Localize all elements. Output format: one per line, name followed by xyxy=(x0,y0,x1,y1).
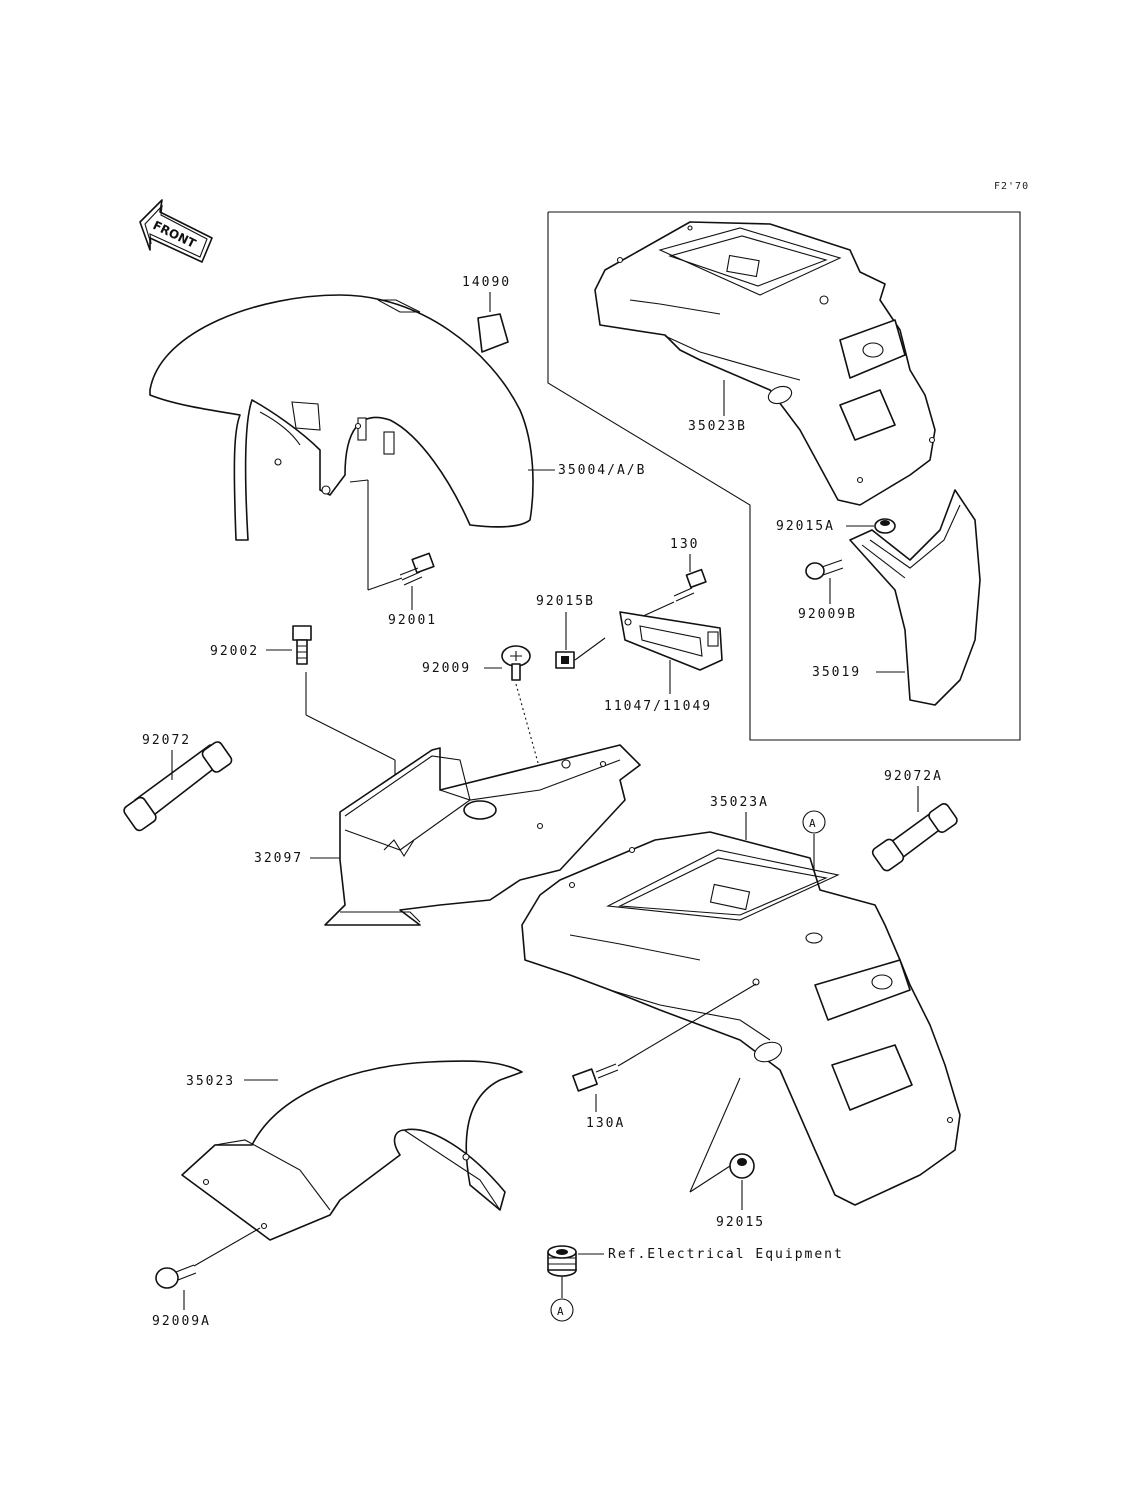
label-92072: 92072 xyxy=(142,733,191,748)
label-14090: 14090 xyxy=(462,275,511,290)
bolt-92002 xyxy=(292,625,312,665)
screw-92009a xyxy=(155,1264,197,1289)
label-92009a: 92009A xyxy=(152,1314,211,1329)
figure-reference: F2'70 xyxy=(994,181,1029,192)
label-92002: 92002 xyxy=(210,644,259,659)
label-35004-a-b: 35004/A/B xyxy=(558,463,646,478)
inset-frame xyxy=(547,211,1021,741)
marker-a-bottom: A xyxy=(550,1298,574,1322)
nut-92015a-top xyxy=(874,518,896,534)
bracket-11047-11049 xyxy=(619,611,723,671)
tray-32097 xyxy=(324,744,641,926)
marker-a-top-text: A xyxy=(809,817,816,830)
label-35023b: 35023B xyxy=(688,419,747,434)
label-92001: 92001 xyxy=(388,613,437,628)
label-ref-electrical-equipment: Ref.Electrical Equipment xyxy=(608,1247,844,1262)
label-35023a: 35023A xyxy=(710,795,769,810)
grommet-ref-electrical xyxy=(547,1245,577,1277)
label-35023: 35023 xyxy=(186,1074,235,1089)
strap-92072a xyxy=(871,803,958,872)
label-92015: 92015 xyxy=(716,1215,765,1230)
rear-fender-35023b xyxy=(594,221,936,506)
front-fender-35004 xyxy=(149,294,534,541)
strap-92072 xyxy=(123,741,233,832)
bolt-92001 xyxy=(399,552,435,586)
marker-a-bottom-text: A xyxy=(557,1305,564,1318)
screw-92009 xyxy=(501,645,531,681)
label-11047-11049: 11047/11049 xyxy=(604,699,712,714)
hugger-35023 xyxy=(181,1060,523,1241)
nut-92015b xyxy=(555,651,575,669)
label-92015b: 92015B xyxy=(536,594,595,609)
label-35019: 35019 xyxy=(812,665,861,680)
screw-92009b xyxy=(805,559,844,580)
bolt-130a xyxy=(572,1063,619,1092)
marker-a-top: A xyxy=(802,810,826,834)
rear-fender-35023a xyxy=(521,831,961,1206)
part-14090 xyxy=(477,313,509,353)
label-92009b: 92009B xyxy=(798,607,857,622)
label-92015a: 92015A xyxy=(776,519,835,534)
mud-flap-35019 xyxy=(849,489,981,706)
label-130: 130 xyxy=(670,537,699,552)
label-32097: 32097 xyxy=(254,851,303,866)
label-92009: 92009 xyxy=(422,661,471,676)
label-130a: 130A xyxy=(586,1116,625,1131)
label-92072a: 92072A xyxy=(884,769,943,784)
grommet-92015 xyxy=(729,1153,755,1179)
front-arrow-icon: FRONT xyxy=(139,199,213,263)
bolt-130 xyxy=(673,568,707,602)
